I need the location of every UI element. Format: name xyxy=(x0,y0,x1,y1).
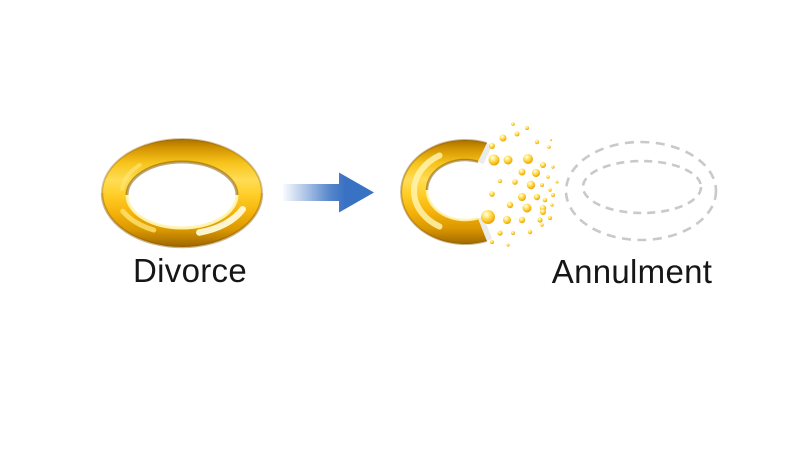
gold-droplet xyxy=(488,154,500,166)
gold-droplet xyxy=(512,179,518,185)
gold-droplet xyxy=(489,143,495,149)
gold-droplet xyxy=(540,162,546,168)
gold-droplet xyxy=(489,191,495,197)
gold-droplet xyxy=(518,216,526,224)
gold-droplet xyxy=(540,209,546,215)
gold-droplet xyxy=(540,223,544,227)
gold-ring-broken-icon xyxy=(400,122,559,247)
gold-droplet xyxy=(497,178,503,184)
gold-droplet xyxy=(550,203,554,207)
gold-droplet xyxy=(506,201,514,209)
annulment-label: Annulment xyxy=(551,253,713,290)
gold-droplet xyxy=(548,216,552,220)
gold-droplet xyxy=(540,183,544,187)
gold-droplet xyxy=(503,155,513,165)
gold-droplet xyxy=(534,139,540,145)
gold-droplet xyxy=(533,193,541,201)
gold-droplet xyxy=(518,193,526,201)
dashed-ellipse-outer xyxy=(564,140,718,242)
gold-droplet xyxy=(526,180,536,190)
gold-droplet xyxy=(503,216,511,224)
gold-droplet xyxy=(523,154,533,164)
gold-droplet xyxy=(481,210,495,224)
divorce-label: Divorce xyxy=(133,252,247,289)
gold-droplet xyxy=(511,122,515,126)
gold-ring-intact-icon xyxy=(100,138,264,249)
gold-droplet xyxy=(514,131,520,137)
gold-droplet xyxy=(511,231,515,235)
gold-droplet xyxy=(549,138,553,142)
ring-crack-face-top xyxy=(478,143,493,165)
gold-droplet xyxy=(499,134,507,142)
gold-droplet xyxy=(522,203,532,213)
dashed-ellipse-inner xyxy=(581,159,703,215)
gold-droplet xyxy=(525,126,529,130)
gold-droplet xyxy=(555,180,559,184)
gold-droplet xyxy=(551,193,555,197)
gold-droplet xyxy=(490,240,494,244)
gold-droplet xyxy=(542,197,548,203)
gold-droplets-group xyxy=(481,122,559,247)
gold-droplet xyxy=(532,169,540,177)
gold-droplet xyxy=(506,243,510,247)
gold-droplet xyxy=(497,230,503,236)
gold-droplet xyxy=(548,188,552,192)
arrow-right-icon xyxy=(283,172,374,213)
gold-droplet xyxy=(546,175,550,179)
gold-droplet xyxy=(527,229,533,235)
dashed-ring-outline-icon xyxy=(564,140,718,242)
gold-droplet xyxy=(547,145,551,149)
gold-droplet xyxy=(551,165,555,169)
gold-droplet xyxy=(518,168,526,176)
gold-droplet xyxy=(537,217,543,223)
ring-crack-face-bottom xyxy=(478,216,493,241)
